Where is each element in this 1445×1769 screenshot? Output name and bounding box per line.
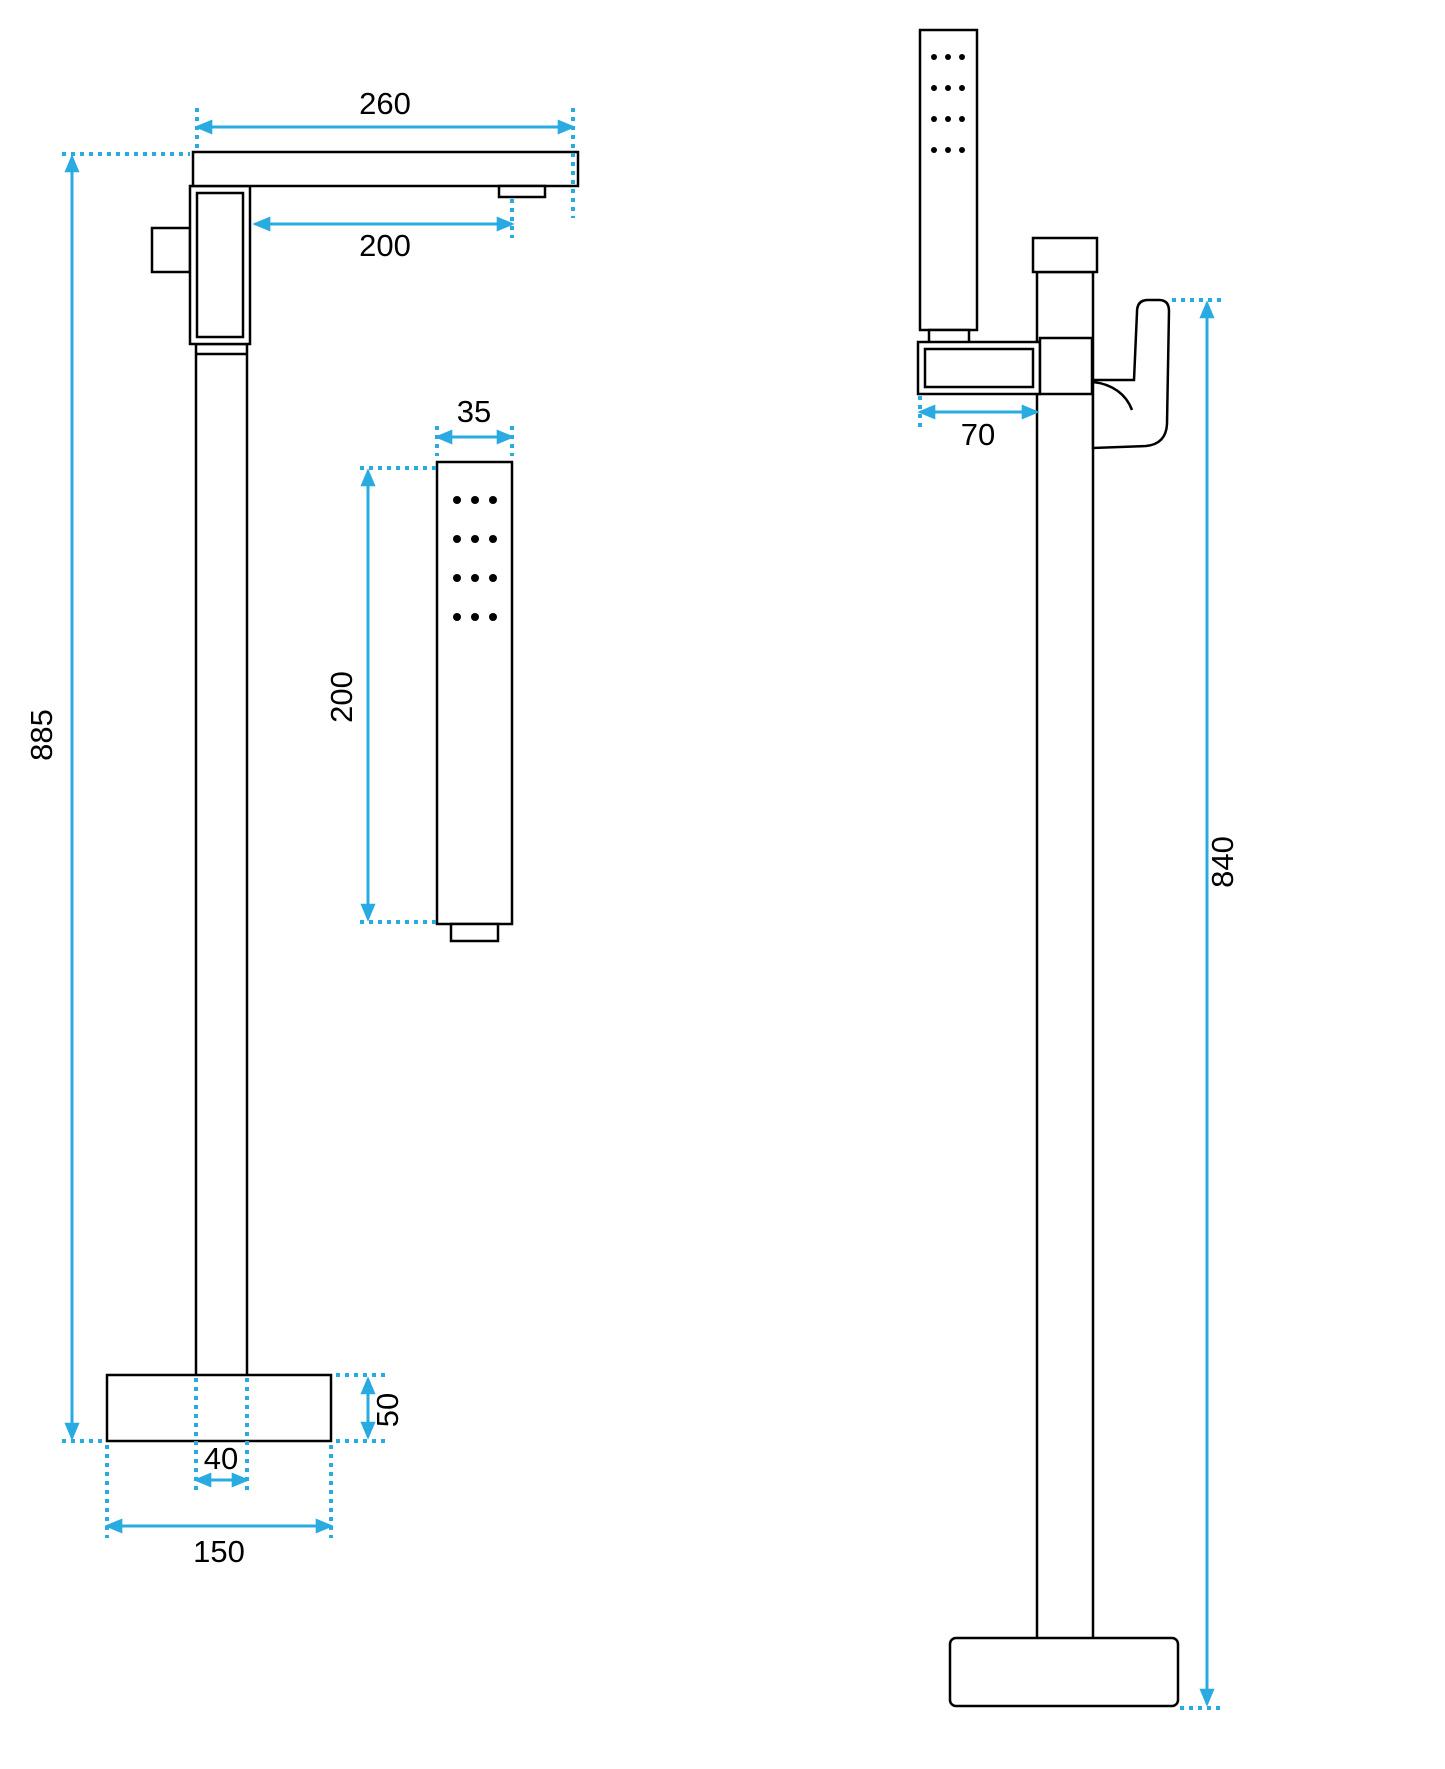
- dim-label-spout-width: 260: [359, 86, 411, 121]
- spray-nozzle-dots-side: [931, 54, 965, 153]
- dim-base-width: 150: [104, 1445, 334, 1569]
- bracket-mount-block: [1038, 336, 1094, 396]
- spout-outlet: [497, 184, 547, 199]
- hand-shower-front: [435, 460, 514, 943]
- hand-shower-body: [435, 460, 514, 926]
- front-view-dimensions: 260 200 885 35 200: [24, 86, 576, 1569]
- dim-label-holder-depth: 70: [961, 417, 995, 452]
- side-view-dimensions: 70 840: [917, 298, 1240, 1710]
- dim-label-base-height: 50: [370, 1393, 405, 1427]
- hand-shower-outlet: [449, 922, 500, 943]
- dim-spout-reach: 200: [252, 199, 515, 263]
- lever-handle: [1091, 298, 1171, 450]
- dim-label-spout-reach: 200: [359, 228, 411, 263]
- dim-label-base-width: 150: [193, 1534, 245, 1569]
- dim-label-handshower-width: 35: [457, 394, 491, 429]
- riser-column-side: [1035, 270, 1095, 1642]
- dim-spout-width: 260: [194, 86, 576, 218]
- mixer-body-inner: [195, 191, 245, 339]
- dim-label-overall-height: 840: [1205, 836, 1240, 888]
- dim-handshower-length: 200: [324, 466, 437, 924]
- base-plate: [105, 1373, 333, 1443]
- dim-base-height: 50: [336, 1373, 405, 1443]
- front-view: [105, 150, 580, 1443]
- dim-label-handshower-length: 200: [324, 671, 359, 723]
- shower-holder-bracket-inner: [923, 347, 1035, 389]
- dim-label-column-width: 40: [204, 1441, 238, 1476]
- base-plate-side: [948, 1636, 1180, 1708]
- dim-column-width: 40: [193, 1378, 250, 1495]
- dim-handshower-width: 35: [434, 394, 515, 456]
- column-top-cap: [1031, 236, 1099, 274]
- side-view: [916, 28, 1180, 1708]
- dim-overall-height: 840: [1172, 298, 1240, 1710]
- dim-holder-depth: 70: [917, 396, 1040, 452]
- spray-nozzle-dots: [453, 496, 497, 621]
- lever-handle-detail: [1092, 380, 1134, 411]
- dim-faucet-height: 885: [24, 152, 190, 1443]
- hand-shower-body-side: [918, 28, 979, 332]
- riser-column: [194, 342, 249, 1382]
- handle-knob: [150, 226, 192, 274]
- hand-shower-side: [918, 28, 979, 346]
- dim-label-faucet-height: 885: [24, 709, 59, 761]
- spout: [191, 150, 580, 188]
